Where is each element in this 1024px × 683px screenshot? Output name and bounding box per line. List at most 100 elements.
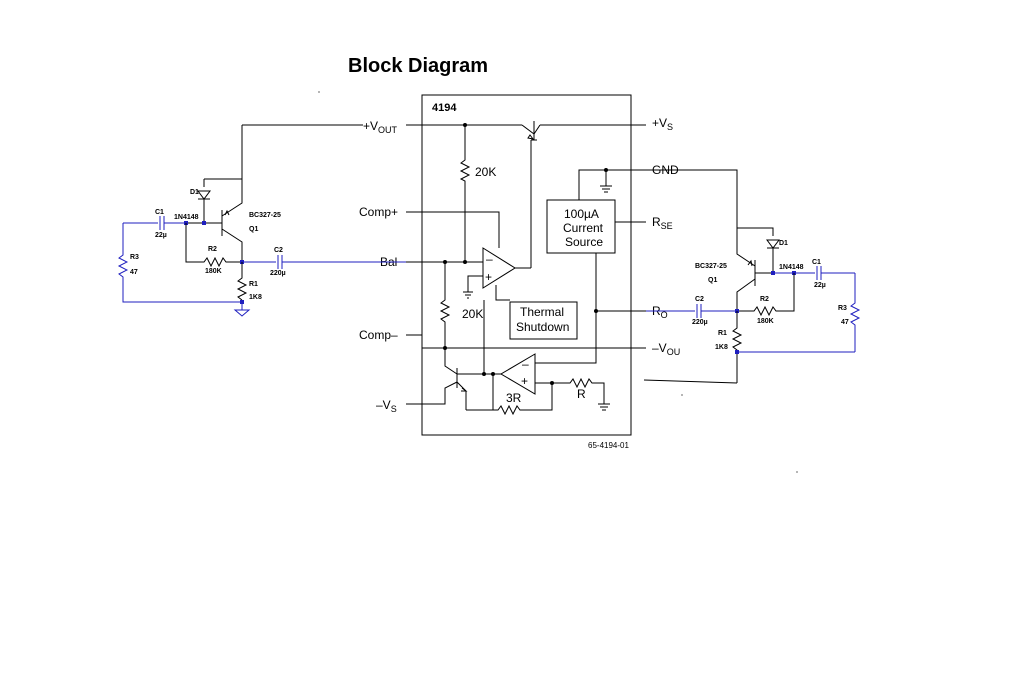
- pin-vs-neg: –VS: [376, 398, 397, 414]
- right-q1-arrow: [747, 259, 753, 267]
- left-c1: [123, 216, 186, 230]
- right-c1-value: 22µ: [814, 282, 826, 289]
- left-q1: [204, 179, 243, 262]
- ground-icon: [463, 291, 473, 299]
- left-r3: [117, 223, 242, 303]
- left-r2: [185, 223, 242, 268]
- res-3r-label: 3R: [506, 391, 522, 405]
- left-c1-value: 22µ: [155, 232, 167, 239]
- pin-vou-neg: –VOU: [652, 341, 680, 357]
- speck: [681, 394, 683, 396]
- right-q1: [736, 228, 773, 311]
- res-20k-mid-label: 20K: [462, 307, 483, 321]
- pin-comp-pos: Comp+: [359, 205, 398, 219]
- left-diode-d1: [197, 178, 242, 223]
- res-r-label: R: [577, 387, 586, 401]
- right-c2-label: C2: [695, 296, 704, 303]
- right-q1-label: Q1: [708, 277, 717, 284]
- current-source-line2: Current: [563, 221, 604, 235]
- left-r3-value: 47: [130, 269, 138, 276]
- current-source-block: [546, 199, 616, 254]
- left-d-part: 1N4148: [174, 214, 199, 221]
- right-d1-label: D1: [779, 240, 788, 247]
- right-diode-d1: [737, 227, 780, 273]
- node: [463, 123, 467, 127]
- right-c2: [646, 304, 737, 318]
- node: [604, 168, 608, 172]
- opamp-upper-minus: –: [486, 252, 493, 266]
- pin-vout-pos: +VOUT: [363, 119, 398, 135]
- comp-neg-link: [421, 335, 445, 349]
- node: [463, 260, 467, 264]
- left-q1-arrow: [224, 209, 230, 216]
- opamp-upper-plus: +: [485, 270, 492, 284]
- left-node: [202, 221, 206, 225]
- ground-icon: [600, 185, 612, 193]
- right-r3-label: R3: [838, 305, 847, 312]
- left-r2-value: 180K: [205, 268, 222, 275]
- res-20k-top-label: 20K: [475, 165, 496, 179]
- left-q-part: BC327-25: [249, 212, 281, 219]
- pin-vs-pos: +VS: [652, 116, 673, 132]
- right-r1-label: R1: [718, 330, 727, 337]
- left-c2-value: 220µ: [270, 270, 286, 277]
- opamp-lower-minus: –: [522, 357, 529, 371]
- lower-transistor: [444, 348, 484, 392]
- left-circuit: D1 BC327-25 Q1 C1 22µ 1N4148 R2 180K C2 …: [117, 124, 406, 317]
- right-r1-value: 1K8: [715, 344, 728, 351]
- chip-outline: [421, 94, 632, 436]
- right-gnd-wire: [646, 169, 738, 228]
- left-q1-label: Q1: [249, 226, 258, 233]
- cs-out-line: [535, 253, 597, 364]
- ground-icon: [598, 403, 610, 411]
- comp-pos-line: [406, 211, 500, 248]
- left-r1: [236, 262, 248, 301]
- thermal-link: [495, 285, 510, 301]
- left-r3-label: R3: [130, 254, 139, 261]
- res-r: [535, 377, 605, 404]
- right-vs-wire: [643, 379, 738, 384]
- gnd-line: [578, 169, 646, 200]
- figure-id: 65-4194-01: [588, 441, 629, 450]
- right-d-part: 1N4148: [779, 264, 804, 271]
- pin-labels: +VOUT +VS GND Comp+ RSE Bal RO Comp– –VO…: [359, 116, 680, 414]
- left-r1-value: 1K8: [249, 294, 262, 301]
- right-c1-label: C1: [812, 259, 821, 266]
- left-r1-label: R1: [249, 281, 258, 288]
- thermal-line1: Thermal: [520, 305, 564, 319]
- left-r2-label: R2: [208, 246, 217, 253]
- pass-transistor-arrow: [527, 134, 535, 140]
- left-c2: [242, 255, 406, 269]
- opamp-lower-plus: +: [521, 374, 528, 388]
- left-c1-label: C1: [155, 209, 164, 216]
- opamp-lower: [500, 353, 536, 395]
- right-q-part: BC327-25: [695, 263, 727, 270]
- node: [594, 309, 598, 313]
- right-r2-label: R2: [760, 296, 769, 303]
- pin-ro: RO: [652, 304, 668, 320]
- pin-rse: RSE: [652, 215, 673, 231]
- speck: [318, 91, 320, 93]
- left-d1-label: D1: [190, 189, 199, 196]
- pass-transistor: [521, 121, 646, 140]
- speck: [796, 471, 798, 473]
- res-3r: [466, 383, 553, 416]
- right-r3-value: 47: [841, 319, 849, 326]
- thermal-line2: Shutdown: [516, 320, 569, 334]
- diagram-title: Block Diagram: [348, 55, 488, 77]
- vs-neg-line: [406, 381, 458, 405]
- res-20k-mid: [439, 262, 451, 348]
- current-source-line1: 100µA: [564, 207, 599, 221]
- right-r2: [737, 273, 795, 317]
- thermal-shutdown-block: [509, 301, 578, 340]
- right-r2-value: 180K: [757, 318, 774, 325]
- current-source-line3: Source: [565, 235, 603, 249]
- chip-4194: 4194 65-4194-01 20K – + Thermal Shutdown…: [406, 94, 646, 450]
- pin-comp-neg: Comp–: [359, 328, 398, 342]
- right-r3: [849, 273, 861, 352]
- opamp-upper: [482, 247, 516, 289]
- chip-name: 4194: [432, 102, 457, 114]
- opamp-upper-plus-gnd: [467, 275, 483, 292]
- right-node: [771, 271, 775, 275]
